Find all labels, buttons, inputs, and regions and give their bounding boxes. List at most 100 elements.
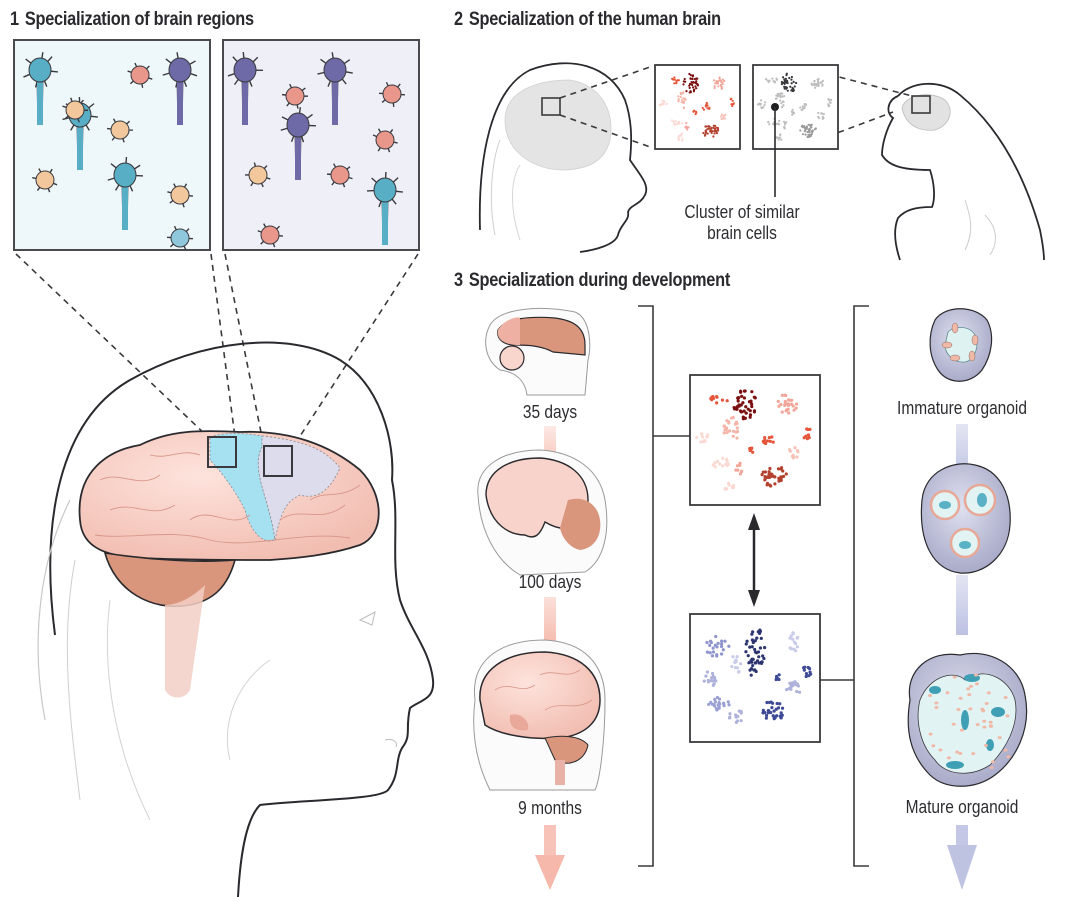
scatter-point <box>750 645 754 649</box>
glial-cell <box>372 128 398 153</box>
scatter-point <box>752 395 756 399</box>
scatter-point <box>713 643 717 647</box>
scatter-point <box>719 79 722 82</box>
pyramidal-neuron <box>107 157 144 231</box>
scatter-point <box>665 102 668 105</box>
scatter-point <box>764 77 768 81</box>
scatter-point <box>726 700 730 704</box>
scatter-point <box>713 132 716 135</box>
organoid-cell <box>990 760 995 764</box>
scatter-point <box>790 89 793 92</box>
scatter-point <box>764 713 769 718</box>
scatter-point <box>786 89 789 92</box>
scatter-point <box>696 83 699 86</box>
scatter-point <box>728 712 732 716</box>
scatter-point <box>730 664 734 669</box>
organoid-cell <box>967 693 972 697</box>
scatter-point <box>806 433 811 437</box>
glial-cell <box>127 62 153 88</box>
scatter-organoid <box>689 613 821 743</box>
pyramidal-neuron <box>366 171 403 246</box>
scatter-point <box>704 674 708 678</box>
scatter-point <box>727 644 731 648</box>
organoid-cell <box>938 748 943 752</box>
scatter-point <box>788 646 792 650</box>
scatter-point <box>785 121 788 124</box>
scatter-point <box>761 708 765 712</box>
scatter-point <box>770 706 774 710</box>
scatter-point <box>771 77 774 80</box>
stage-label-9-months: 9 months <box>518 798 582 818</box>
scatter-point <box>792 112 796 115</box>
scatter-point <box>713 465 717 469</box>
scatter-point <box>682 97 685 100</box>
scatter-point <box>753 647 757 652</box>
scatter-point <box>760 99 763 102</box>
scatter-point <box>817 111 820 115</box>
scatter-point <box>768 439 772 443</box>
scatter-point <box>702 679 706 683</box>
scatter-point <box>801 126 805 129</box>
scatter-point <box>810 126 813 129</box>
scatter-point <box>768 466 772 471</box>
zoom-lines-panel-2 <box>559 65 913 149</box>
scatter-point <box>753 661 757 665</box>
scatter-point <box>723 487 727 491</box>
scatter-point <box>776 92 779 95</box>
intermediate-organoid <box>920 463 1011 574</box>
scatter-point <box>773 482 777 486</box>
scatter-point <box>816 79 820 83</box>
scatter-point <box>813 86 817 89</box>
scatter-point <box>714 124 717 127</box>
scatter-point <box>691 77 694 81</box>
scatter-point <box>767 120 770 124</box>
scatter-point <box>729 98 732 101</box>
scatter-point <box>790 78 793 81</box>
scatter-point <box>792 408 796 412</box>
scatter-point <box>724 462 728 467</box>
scatter-point <box>731 429 735 433</box>
glial-cell <box>281 83 309 109</box>
scatter-point <box>801 133 805 136</box>
scatter-point <box>723 639 727 643</box>
scatter-point <box>733 659 737 663</box>
scatter-point <box>685 121 688 125</box>
scatter-point <box>691 83 694 87</box>
scatter-point <box>681 122 684 125</box>
scatter-point <box>788 76 791 80</box>
scatter-point <box>782 104 785 107</box>
scatter-point <box>796 684 801 688</box>
scatter-point <box>713 85 716 88</box>
scatter-point <box>799 106 802 109</box>
scatter-point <box>711 683 715 687</box>
infant-brain-9-months <box>473 639 606 791</box>
scatter-point <box>705 125 708 128</box>
scatter-point <box>721 648 725 652</box>
scatter-point <box>713 461 717 465</box>
stage-label-35-days: 35 days <box>522 402 578 422</box>
immature-organoid <box>929 308 993 382</box>
scatter-point <box>710 654 715 658</box>
scatter-point <box>779 95 782 98</box>
scatter-point <box>745 639 749 643</box>
scatter-point <box>763 645 767 650</box>
scatter-point <box>768 472 773 476</box>
scatter-point <box>780 138 783 141</box>
scatter-point <box>794 402 799 406</box>
scatter-point <box>794 81 798 85</box>
cluster-annotation-line-2: brain cells <box>707 223 777 243</box>
scatter-point <box>804 133 807 136</box>
scatter-point <box>695 77 698 80</box>
scatter-point <box>802 436 806 440</box>
scatter-point <box>706 104 709 107</box>
scatter-point <box>820 81 823 84</box>
scatter-point <box>706 680 711 684</box>
scatter-point <box>762 106 765 109</box>
scatter-point <box>790 82 793 85</box>
scatter-point <box>715 131 718 134</box>
scatter-point <box>763 104 766 107</box>
cluster-annotation: Cluster of similar brain cells <box>673 202 811 244</box>
scatter-point <box>803 665 807 669</box>
scatter-point <box>775 122 778 126</box>
scatter-point <box>708 106 711 109</box>
